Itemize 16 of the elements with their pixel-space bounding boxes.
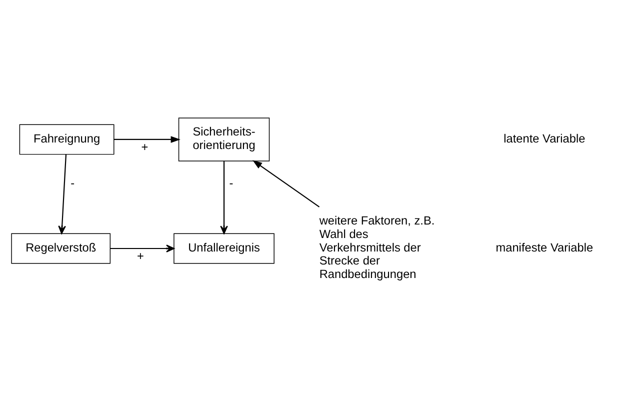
node-box: Regelverstoß [11,233,111,264]
node-box: Unfallereignis [174,233,274,264]
arrow [110,244,174,252]
label: manifeste Variable [496,240,594,254]
edge-label: - [70,176,75,190]
arrow [252,160,320,208]
edge-label: + [136,249,144,264]
arrow [58,154,67,234]
label: latente Variable [504,131,586,146]
node-box: Sicherheits- orientierung [178,118,270,162]
node-text: weitere Faktoren, z.B. Wahl des Verkehrsmittels der Strecke der Randbedingungen [319,214,435,282]
edge-label: + [141,140,148,154]
arrow [220,161,228,234]
arrow [114,136,180,143]
edge-label: - [229,176,234,190]
node-box: Fahreignung [19,124,114,155]
